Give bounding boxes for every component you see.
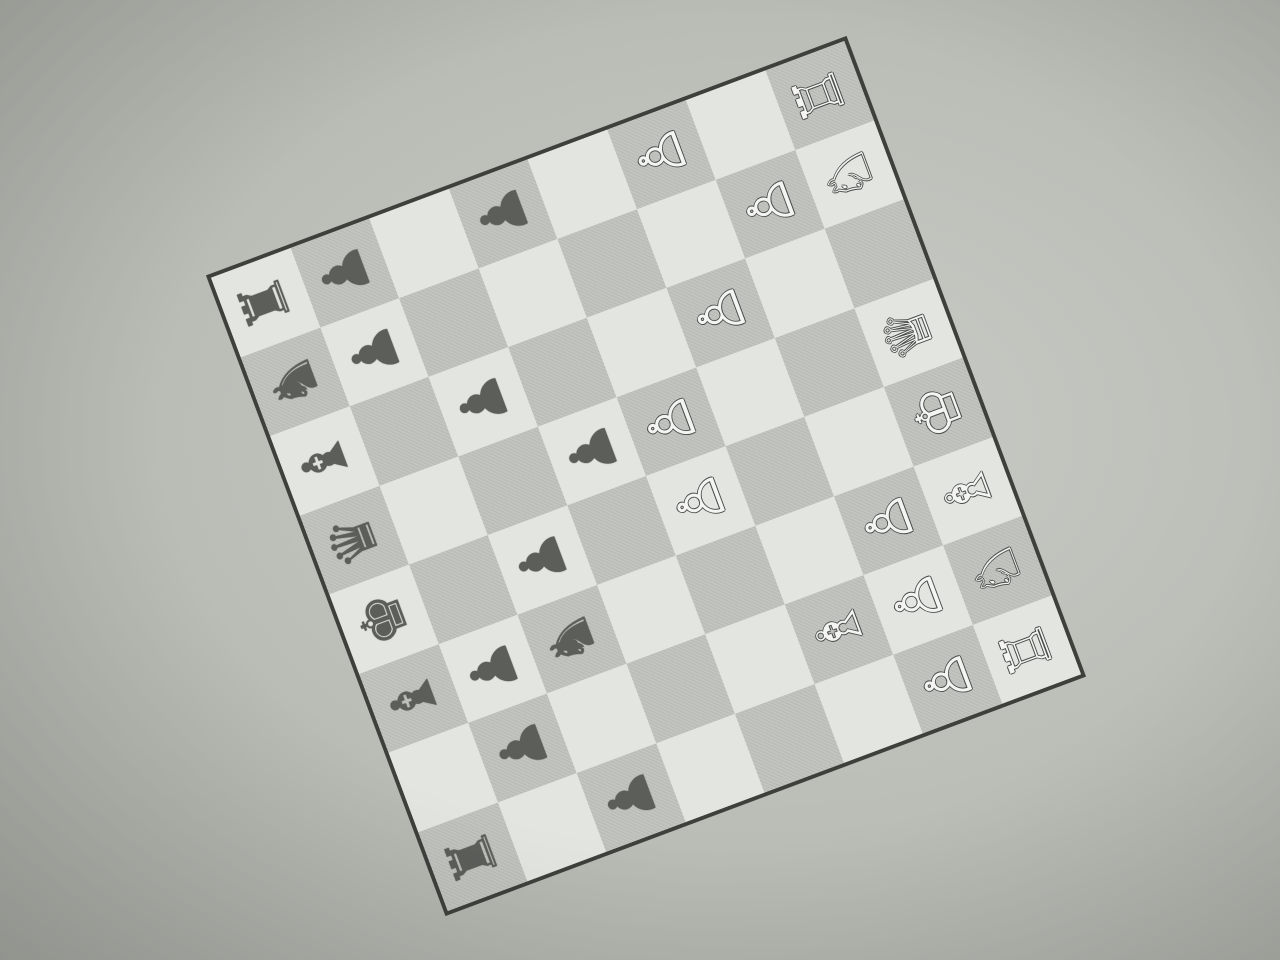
- board-grid: ♜♟♟♙♖♞♟♙♘♝♟♙♛♟♙♕♚♟♙♔♝♟♞♙♗♟♗♙♘♜♟♙♖: [211, 41, 1081, 911]
- black-pawn-icon[interactable]: ♟: [499, 522, 585, 598]
- black-pawn-icon[interactable]: ♟: [460, 176, 546, 252]
- black-bishop-icon[interactable]: ♝: [282, 423, 367, 499]
- white-rook-icon[interactable]: ♖: [777, 57, 862, 133]
- white-rook-icon[interactable]: ♖: [984, 611, 1069, 687]
- black-pawn-icon[interactable]: ♟: [450, 631, 535, 707]
- black-pawn-icon[interactable]: ♟: [331, 314, 417, 390]
- white-pawn-icon[interactable]: ♙: [905, 641, 990, 717]
- white-pawn-icon[interactable]: ♙: [618, 117, 704, 193]
- white-pawn-icon[interactable]: ♙: [727, 166, 813, 242]
- black-knight-icon[interactable]: ♞: [529, 601, 614, 677]
- black-bishop-icon[interactable]: ♝: [371, 660, 456, 736]
- black-rook-icon[interactable]: ♜: [430, 819, 515, 895]
- chessboard: ♜♟♟♙♖♞♟♙♘♝♟♙♛♟♙♕♚♟♙♔♝♟♞♙♗♟♗♙♘♜♟♙♖: [205, 35, 1087, 917]
- black-pawn-icon[interactable]: ♟: [479, 710, 565, 786]
- white-pawn-icon[interactable]: ♙: [678, 275, 763, 351]
- white-pawn-icon[interactable]: ♙: [658, 463, 743, 539]
- black-rook-icon[interactable]: ♜: [223, 265, 308, 341]
- black-pawn-icon[interactable]: ♟: [302, 235, 387, 311]
- white-queen-icon[interactable]: ♕: [866, 295, 951, 371]
- white-bishop-icon[interactable]: ♗: [796, 592, 881, 667]
- white-pawn-icon[interactable]: ♙: [628, 384, 713, 460]
- white-knight-icon[interactable]: ♘: [806, 137, 892, 213]
- black-knight-icon[interactable]: ♞: [252, 344, 338, 420]
- black-pawn-icon[interactable]: ♟: [549, 413, 634, 489]
- black-pawn-icon[interactable]: ♟: [440, 364, 526, 440]
- white-pawn-icon[interactable]: ♙: [875, 562, 961, 638]
- black-pawn-icon[interactable]: ♟: [588, 759, 674, 835]
- white-king-icon[interactable]: ♔: [895, 374, 981, 450]
- white-pawn-icon[interactable]: ♙: [846, 483, 931, 559]
- white-knight-icon[interactable]: ♘: [954, 532, 1040, 608]
- black-queen-icon[interactable]: ♛: [311, 502, 397, 578]
- white-bishop-icon[interactable]: ♗: [925, 453, 1010, 529]
- black-king-icon[interactable]: ♚: [341, 581, 426, 657]
